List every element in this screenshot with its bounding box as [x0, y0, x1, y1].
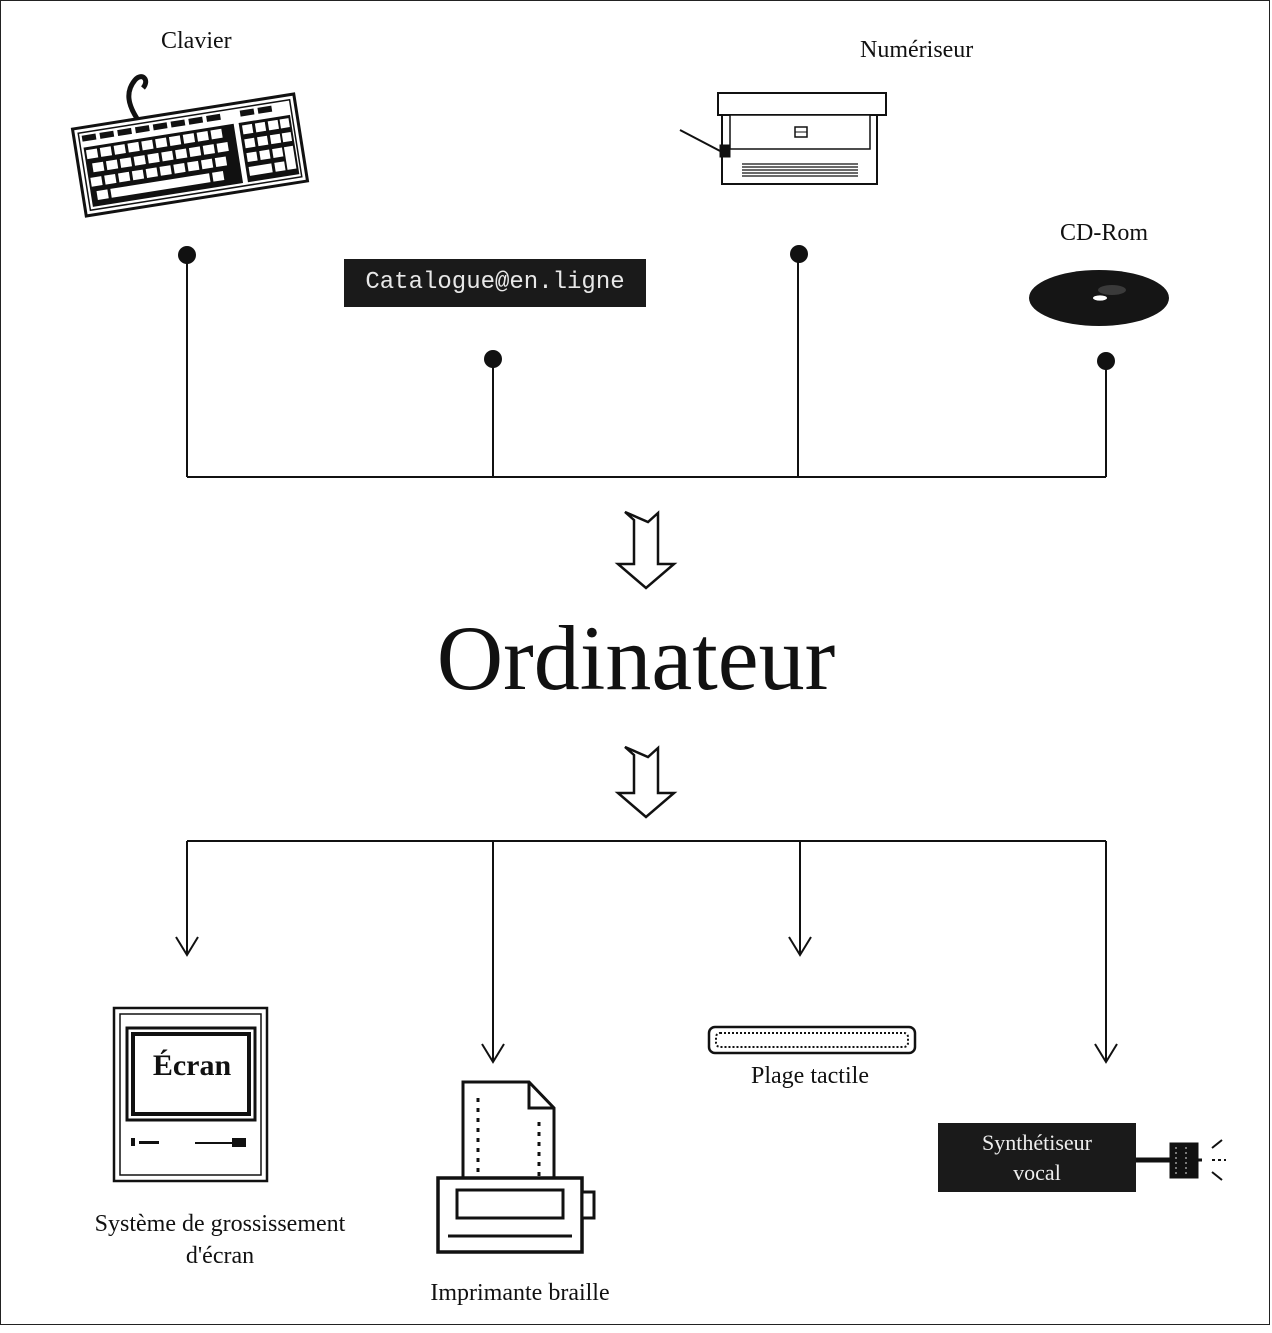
keyboard-dot [178, 246, 196, 264]
input-connectors [186, 254, 1107, 478]
keyboard-label: Clavier [161, 28, 232, 54]
computer-title: Ordinateur [436, 607, 836, 709]
input-dots [178, 245, 1115, 370]
magnifier-label-line1: Système de grossissement [94, 1211, 346, 1237]
speech-synth-line2: vocal [1013, 1160, 1061, 1185]
speaker-icon [1136, 1139, 1226, 1181]
arrow-down-icon [614, 745, 678, 819]
scanner-icon [679, 92, 887, 185]
braille-printer-label: Imprimante braille [430, 1280, 610, 1306]
speech-synth-line1: Synthétiseur [982, 1130, 1092, 1155]
monitor-icon [112, 1006, 269, 1183]
braille-display-icon [707, 1025, 917, 1055]
cdrom-label: CD-Rom [1060, 220, 1149, 246]
magnifier-label: Système de grossissement d'écran [60, 1208, 380, 1272]
output-connectors [175, 840, 1118, 1064]
online-catalog-box: Catalogue@en.ligne [344, 259, 646, 307]
tactile-display-label: Plage tactile [751, 1063, 869, 1089]
magnifier-label-line2: d'écran [185, 1243, 255, 1269]
scanner-dot [790, 245, 808, 263]
arrow-down-icon [614, 510, 678, 590]
scanner-label: Numériseur [860, 37, 974, 63]
printer-icon [436, 1080, 596, 1254]
keyboard-icon [70, 74, 310, 218]
catalog-dot [484, 350, 502, 368]
cd-disc-icon [1029, 270, 1169, 326]
speech-synth-box: Synthétiseur vocal [938, 1123, 1136, 1192]
monitor-screen-text: Écran [152, 1049, 232, 1082]
cdrom-dot [1097, 352, 1115, 370]
